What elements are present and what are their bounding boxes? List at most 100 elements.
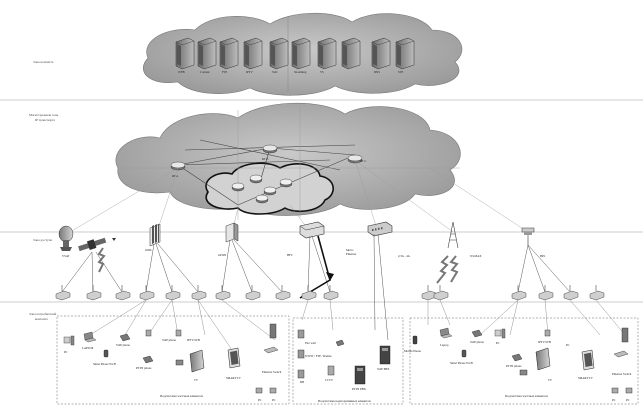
edge-device-row <box>55 285 605 301</box>
cpe-modem-icon <box>115 285 131 301</box>
server-label: Content <box>200 70 210 74</box>
label-pc-2: PC <box>258 398 262 402</box>
label-mobile-phone: Mobile Phone <box>404 349 422 353</box>
zone-label-consumer: Зона потребителей <box>29 312 57 316</box>
cpe-modem-icon <box>275 285 291 301</box>
label-pstn-phone-2: PSTN phone <box>506 364 522 368</box>
label-pc-1: PC <box>64 350 68 354</box>
router-icon <box>170 161 186 171</box>
cpe-modem-icon <box>563 285 579 301</box>
label-smart-tv: SMART TV <box>226 376 242 380</box>
cpe-modem-icon <box>511 285 527 301</box>
cmts-icon <box>299 221 325 239</box>
router-label: RT A <box>172 174 179 178</box>
cpe-modem-icon <box>301 285 317 301</box>
iptv-stb-icon-2 <box>519 329 551 376</box>
label-voip-phone-3: VoIP phone <box>470 340 485 344</box>
label-iptv-stb-2: IPTV-STB <box>538 340 551 344</box>
label-tv-2: TV <box>548 378 553 382</box>
label-voip-phone-2: VoIP phone <box>162 338 177 342</box>
label-pc-6: PC <box>612 398 616 402</box>
ethernet-switch-icon <box>255 323 279 394</box>
label-bpl: BPL <box>540 254 546 258</box>
label-pc-7: PC <box>626 398 630 402</box>
label-www-ftp: WWW / FTP / Radius <box>305 354 332 358</box>
voip-pbx-icon <box>379 345 391 365</box>
laptop-icon-2 <box>439 327 453 339</box>
private-clients-box-left <box>56 315 290 405</box>
router-icon <box>262 144 278 154</box>
label-metro-2: Ethernet <box>346 252 356 256</box>
group-label-right: Подсистема частных клиентов <box>505 394 548 398</box>
label-vsat: VSAT <box>62 254 70 258</box>
server-icon <box>371 37 391 70</box>
label-pc-5: PC <box>566 343 570 347</box>
server-icon <box>291 37 311 70</box>
voip-phone-icon-2 <box>335 339 345 347</box>
label-hfc: HFC <box>287 253 293 257</box>
server-icon <box>175 37 195 70</box>
label-voip-pbx: VoIP PBX <box>377 367 390 371</box>
firewall-icon <box>297 329 305 379</box>
label-pc-3: PC <box>272 398 276 402</box>
voip-phone-icon-3 <box>471 329 483 338</box>
uplinks <box>69 159 529 233</box>
router-icon <box>263 186 277 196</box>
server-icon <box>341 37 361 70</box>
middle-clients: Fire wall WWW / FTP / Radius DB CCTV PST… <box>297 329 391 403</box>
left-clients: PC LAPTOP VoIP phone Smart Phone Wi-Fi <box>63 323 282 402</box>
cctv-icon <box>327 365 335 376</box>
server-label: DNS <box>374 70 380 74</box>
server-label: VoD <box>272 70 278 74</box>
cpe-modem-icon <box>139 285 155 301</box>
server-icon <box>395 37 415 70</box>
server-icon <box>197 37 217 70</box>
ethernet-switch-icon-2 <box>611 327 633 394</box>
label-pstn-phone: PSTN phone <box>136 366 152 370</box>
access-links <box>61 233 571 341</box>
server-label: VS <box>320 70 324 74</box>
label-xdsl: xDSL <box>145 248 152 252</box>
cpe-modem-icon <box>589 285 605 301</box>
label-cctv: CCTV <box>325 378 334 382</box>
server-icon <box>269 37 289 70</box>
cpe-modem-icon <box>55 285 71 301</box>
cpe-modem-icon <box>323 285 339 301</box>
label-ethernet-switch: Ethernet Switch <box>262 370 282 374</box>
label-wimax: Wi-MAX <box>470 254 482 258</box>
private-clients-box-right <box>409 317 639 405</box>
label-iptv-stb: IPTV-STB <box>187 338 200 342</box>
pstn-phone-icon-2 <box>511 353 523 362</box>
bpl-icon <box>521 227 535 245</box>
group-label-left: Подсистема частных клиентов <box>160 394 203 398</box>
cpe-modem-icon <box>245 285 261 301</box>
tv-icon <box>175 349 205 373</box>
voip-phone-icon <box>119 333 131 342</box>
router-icon <box>249 174 263 184</box>
cell-tower-icon <box>447 221 459 249</box>
smartphone-icon-2 <box>461 349 467 358</box>
pstn-phone-icon <box>142 329 154 364</box>
smartphone-icon <box>103 349 109 358</box>
server-icon <box>219 37 239 70</box>
label-smart-tv-2: SMART TV <box>578 376 594 380</box>
router-label: RT B <box>262 157 268 161</box>
router-label: RT C <box>360 159 366 163</box>
cpe-modem-icon <box>215 285 231 301</box>
cpe-modem-icon <box>538 285 554 301</box>
cpe-modem-icon <box>433 285 449 301</box>
pc-icon <box>63 335 75 346</box>
metro-switch-icon <box>367 221 393 237</box>
router-icon <box>231 182 245 192</box>
server-label: IPTV <box>246 70 254 74</box>
smart-tv-icon-2 <box>581 349 595 371</box>
label-smartphone: Smart Phone Wi-Fi <box>93 362 116 366</box>
label-pstn-pbx: PSTN PBX <box>352 387 367 391</box>
pstn-pbx-icon <box>354 365 366 385</box>
zone-label-content: Зона контента <box>33 60 54 64</box>
label-laptop-right: Laptop <box>440 343 449 347</box>
label-voip-phone: VoIP phone <box>116 343 131 347</box>
